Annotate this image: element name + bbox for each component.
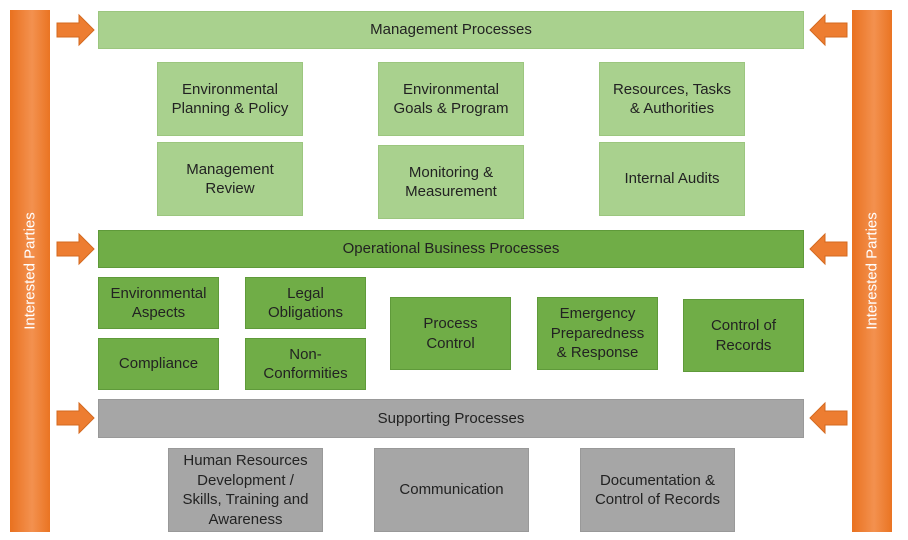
arrow-left-icon [809, 13, 848, 47]
arrow-right-icon [56, 232, 95, 266]
management-review-box: Management Review [157, 142, 303, 216]
arrow-right-icon [56, 401, 95, 435]
interested-parties-right-label: Interested Parties [863, 212, 881, 330]
communication-box: Communication [374, 448, 529, 532]
process-control-box: Process Control [390, 297, 511, 370]
management-processes-band: Management Processes [98, 11, 804, 49]
compliance-box: Compliance [98, 338, 219, 390]
interested-parties-right-bar: Interested Parties [852, 10, 892, 532]
control-of-records-box: Control of Records [683, 299, 804, 372]
non-conformities-box: Non- Conformities [245, 338, 366, 390]
supporting-processes-band: Supporting Processes [98, 399, 804, 438]
operational-business-processes-band: Operational Business Processes [98, 230, 804, 268]
internal-audits-box: Internal Audits [599, 142, 745, 216]
arrow-right-icon [56, 13, 95, 47]
documentation-control-of-records-box: Documentation & Control of Records [580, 448, 735, 532]
resources-tasks-authorities-box: Resources, Tasks & Authorities [599, 62, 745, 136]
interested-parties-left-label: Interested Parties [21, 212, 39, 330]
monitoring-measurement-box: Monitoring & Measurement [378, 145, 524, 219]
interested-parties-left-bar: Interested Parties [10, 10, 50, 532]
environmental-aspects-box: Environmental Aspects [98, 277, 219, 329]
environmental-goals-program-box: Environmental Goals & Program [378, 62, 524, 136]
legal-obligations-box: Legal Obligations [245, 277, 366, 329]
arrow-left-icon [809, 232, 848, 266]
human-resources-development-box: Human Resources Development / Skills, Tr… [168, 448, 323, 532]
arrow-left-icon [809, 401, 848, 435]
environmental-planning-policy-box: Environmental Planning & Policy [157, 62, 303, 136]
emergency-preparedness-response-box: Emergency Preparedness & Response [537, 297, 658, 370]
